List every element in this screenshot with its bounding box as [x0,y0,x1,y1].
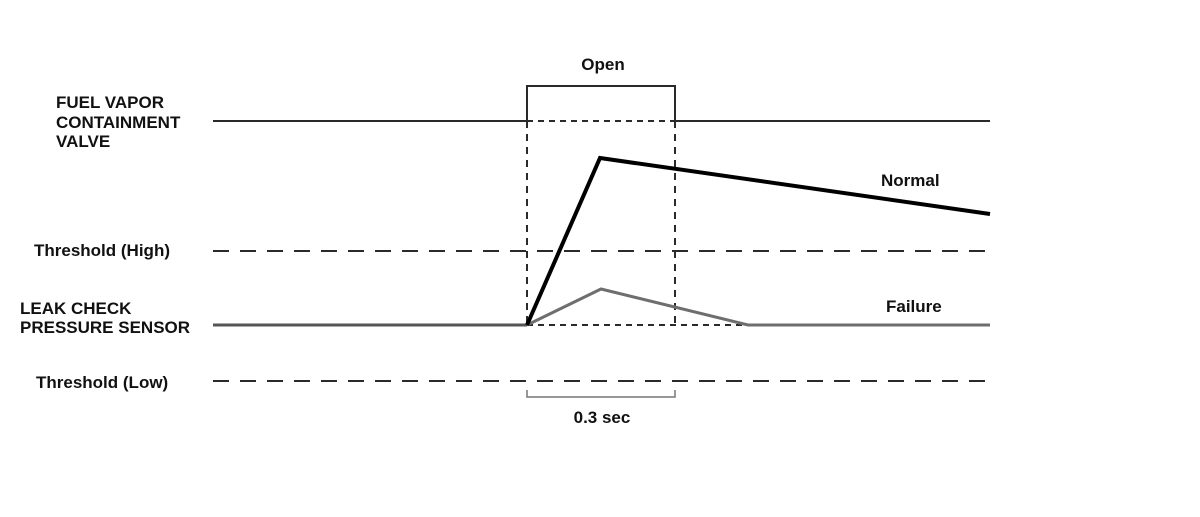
duration-label: 0.3 sec [574,408,631,427]
valve-signal-line [213,85,990,122]
threshold-high-label: Threshold (High) [34,241,170,260]
sensor-label-line2: PRESSURE SENSOR [20,318,190,337]
normal-label: Normal [881,171,940,190]
valve-label-line3: VALVE [56,132,110,151]
threshold-low-label: Threshold (Low) [36,373,168,392]
valve-label-line2: CONTAINMENT [56,113,181,132]
open-label: Open [581,55,624,74]
normal-trace [525,155,991,326]
sensor-label-line1: LEAK CHECK [20,299,132,318]
valve-label-line1: FUEL VAPOR [56,93,164,112]
duration-bracket [526,390,676,398]
failure-trace [526,287,990,327]
failure-label: Failure [886,297,942,316]
